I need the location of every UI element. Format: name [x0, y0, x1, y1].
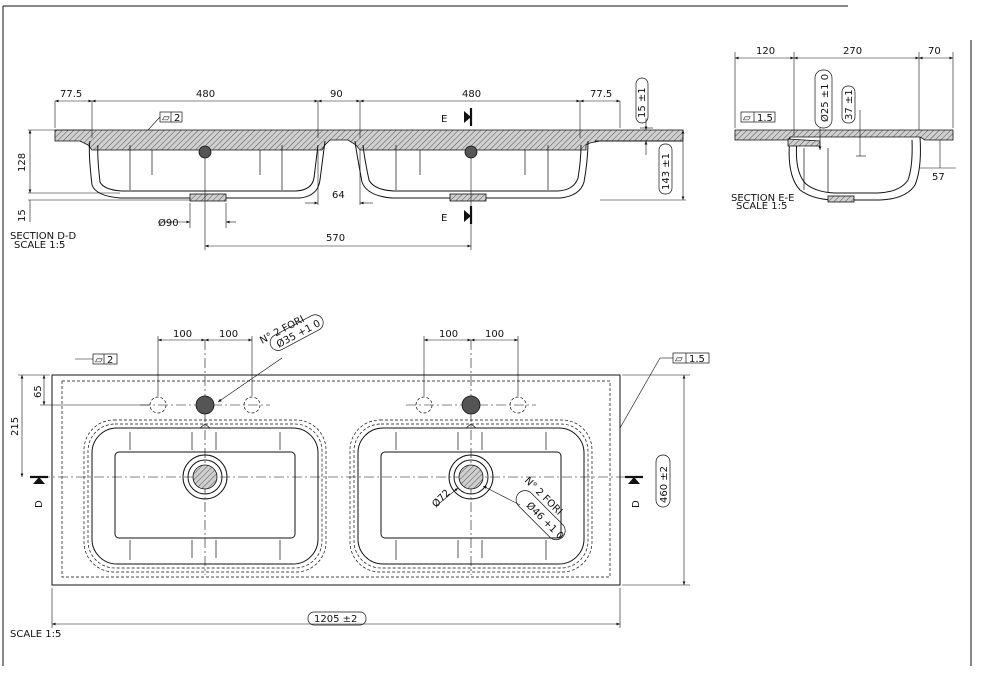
svg-text:15 ±1: 15 ±1	[637, 87, 648, 118]
section-ee-title: SECTION E-E	[731, 193, 794, 204]
dim-ee-height: 37 ±1	[841, 85, 866, 157]
svg-text:▱: ▱	[743, 113, 751, 124]
plan-drain-right	[448, 454, 494, 500]
cut-marker-d-right: D	[625, 475, 643, 508]
dim-bowl-width-1: 480	[196, 89, 215, 100]
plan-tap-hole-right	[461, 395, 481, 415]
dim-ee-middle: 270	[843, 46, 862, 57]
plan-right-bowl	[349, 419, 593, 573]
flatness-box-dd: ▱ 2	[147, 111, 183, 131]
dim-top-thickness: 15 ±1	[635, 77, 653, 155]
dim-depth: 460 ±2	[622, 374, 690, 586]
plan-outline	[51, 374, 621, 586]
svg-text:▱: ▱	[95, 355, 103, 366]
dim-ee-right: 70	[928, 46, 941, 57]
dim-bowl-width-2: 480	[462, 89, 481, 100]
dim-left-offset: 77.5	[60, 89, 82, 100]
dim-middle-gap: 90	[330, 89, 343, 100]
flatness-value-dd: 2	[174, 113, 180, 124]
dim-center-gap: 64	[332, 190, 345, 201]
svg-text:D: D	[631, 500, 642, 508]
dim-height-left: 128	[17, 153, 28, 172]
svg-text:1.5: 1.5	[689, 354, 705, 365]
section-dd-tap-hole-2	[464, 145, 478, 159]
dim-ee-hole-dia: Ø25 ±1 0	[814, 69, 833, 150]
dim-ee-left: 120	[756, 46, 775, 57]
cut-marker-d-left: D	[30, 475, 48, 508]
callout-tap-holes: Ø35 +1 0 N° 2 FORI	[217, 314, 324, 403]
dim-tap-spacing-4: 100	[485, 329, 504, 340]
svg-text:E: E	[441, 213, 447, 224]
section-ee-scale: SCALE 1:5	[736, 201, 787, 212]
plan-tap-hole-left	[195, 395, 215, 415]
right-bowl-inner	[362, 144, 582, 192]
dim-65: 65	[33, 385, 44, 398]
svg-text:▱: ▱	[675, 354, 683, 365]
plan-view-scale: SCALE 1:5	[10, 629, 61, 640]
svg-text:460 ±2: 460 ±2	[659, 466, 670, 503]
svg-text:D: D	[34, 500, 45, 508]
left-bowl-outline	[88, 140, 326, 199]
svg-text:Ø72: Ø72	[430, 487, 453, 510]
section-ee-bowl-outline	[788, 136, 921, 201]
svg-text:E: E	[441, 114, 447, 125]
section-ee: 120 270 70 Ø25 ±1 0 37 ±1 ▱ 1.5 57 SECTI…	[731, 46, 956, 212]
dim-215: 215	[10, 417, 21, 436]
flatness-box-plan-left: ▱ 2	[75, 353, 118, 366]
svg-text:Ø25 ±1 0: Ø25 ±1 0	[819, 74, 831, 122]
svg-text:2: 2	[107, 355, 113, 366]
plan-view: 100 100 100 100 Ø35 +1 0 N° 2 FORI Ø72 Ø…	[10, 314, 710, 640]
dim-drain-dia: Ø90	[158, 217, 179, 229]
dim-tap-spacing-2: 100	[219, 329, 238, 340]
section-dd-scale: SCALE 1:5	[14, 240, 65, 251]
plan-left-bowl	[83, 419, 327, 573]
callout-drain-holes: Ø46 +1 0 N° 2 FORI	[482, 475, 566, 542]
dim-tap-spacing-1: 100	[173, 329, 192, 340]
flatness-value-ee: 1.5	[757, 113, 773, 124]
section-dd-title: SECTION D-D	[10, 231, 77, 242]
svg-text:143 ±1: 143 ±1	[661, 153, 672, 190]
svg-text:▱: ▱	[162, 113, 170, 124]
section-dd-slab	[54, 129, 684, 151]
left-bowl-inner	[97, 144, 319, 192]
svg-text:1205 ±2: 1205 ±2	[314, 614, 357, 625]
plan-drain-left	[182, 454, 228, 500]
dim-right-offset: 77.5	[590, 89, 612, 100]
cut-marker-e-top: E	[441, 108, 473, 126]
cut-marker-e-bottom: E	[441, 206, 473, 224]
dim-bottom-offset: 15	[17, 209, 28, 222]
dim-tap-spacing-3: 100	[439, 329, 458, 340]
dim-width: 1205 ±2	[51, 588, 621, 628]
svg-text:37 ±1: 37 ±1	[844, 89, 855, 120]
flatness-box-ee: ▱ 1.5	[740, 111, 776, 124]
sheet-border	[2, 5, 972, 666]
dim-overall-height: 143 ±1	[600, 130, 686, 201]
section-dd-tap-hole-1	[198, 145, 212, 159]
flatness-box-plan-right: ▱ 1.5	[619, 352, 710, 429]
dim-ee-depth: 57	[932, 172, 945, 183]
section-dd: 77.5 480 90 480 77.5 ▱ 2 15 ±1 143 ±1	[10, 77, 686, 251]
dim-center-distance: 570	[326, 233, 345, 244]
